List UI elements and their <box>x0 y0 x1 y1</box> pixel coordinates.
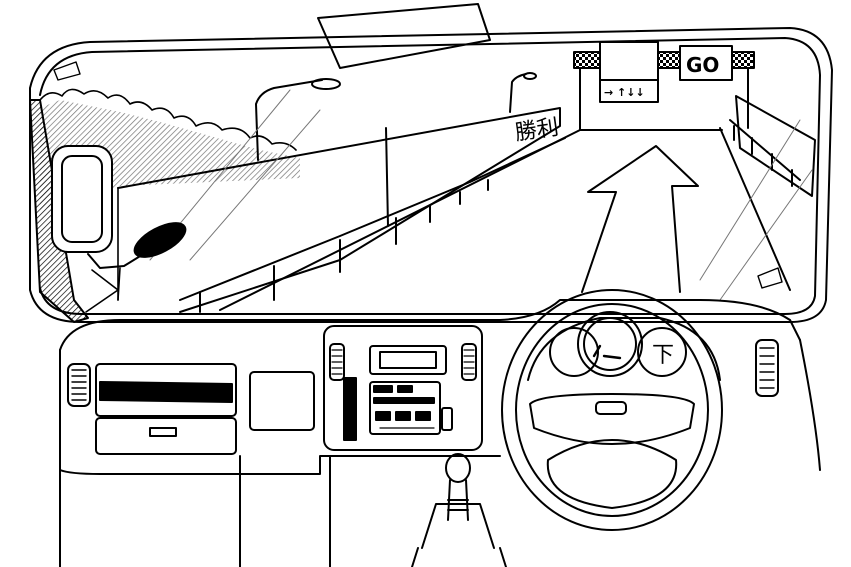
left-guardrail <box>179 137 566 301</box>
road-arrow <box>581 145 699 293</box>
glovebox-shelf <box>95 363 237 417</box>
radio-display <box>369 345 447 375</box>
cluster-hood <box>527 317 721 381</box>
go-sign <box>679 45 733 81</box>
windshield-stickers <box>53 61 783 289</box>
lane-sign-arrows: → ↑↓↓ <box>604 86 645 99</box>
mirror-arm <box>87 249 151 269</box>
go-sign-text: GO <box>686 53 719 77</box>
dash-panel <box>249 371 315 431</box>
right-wall <box>735 95 816 197</box>
speedometer <box>577 311 643 377</box>
dashboard-top <box>59 299 801 351</box>
banner-text: 勝利 <box>513 115 560 146</box>
console-vent-left <box>329 343 345 381</box>
center-pole <box>385 127 389 227</box>
steering-wheel <box>501 289 723 531</box>
gear-lever <box>447 479 469 521</box>
lamp-head-1 <box>311 78 341 90</box>
right-vent <box>755 339 779 397</box>
trees <box>39 88 297 151</box>
left-vent <box>67 363 91 407</box>
console-switch-block <box>343 377 357 441</box>
lamp-head-2 <box>523 72 537 80</box>
gear-boot <box>421 503 495 549</box>
lamp-post-1 <box>255 79 323 161</box>
road-right-edge <box>719 127 791 291</box>
windshield-frame <box>29 27 833 323</box>
ac-controls <box>369 381 441 435</box>
center-console <box>323 325 483 451</box>
gauge-right <box>637 327 687 377</box>
right-fence <box>729 119 801 187</box>
glare-streaks <box>149 89 813 301</box>
road-left-edge <box>219 129 581 311</box>
small-mirror <box>133 222 187 258</box>
steering-lower-spoke <box>546 439 678 509</box>
horn-badge <box>595 401 627 415</box>
glovebox-slot <box>99 381 233 403</box>
left-a-pillar <box>29 99 89 323</box>
sun-visor <box>317 3 491 69</box>
console-vent-right <box>461 343 477 381</box>
gauge-right-glyph: 下 <box>652 343 674 368</box>
lane-sign <box>599 41 659 103</box>
gauge-left <box>549 327 599 377</box>
lamp-post-2 <box>509 73 527 113</box>
gear-knob <box>445 453 471 483</box>
glovebox-handle <box>149 427 177 437</box>
side-mirror <box>51 145 113 253</box>
glovebox <box>95 417 237 455</box>
